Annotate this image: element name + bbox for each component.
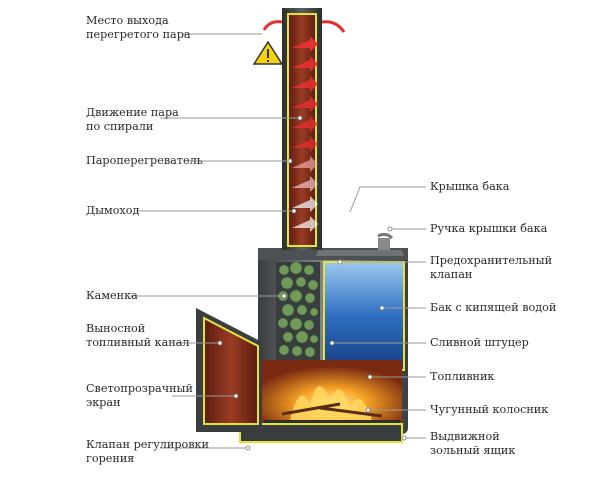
- label-line: Предохранительный: [430, 254, 553, 267]
- label-steam-exit: Место выхода перегретого пара: [86, 14, 191, 42]
- label-steam-spiral: Движение пара по спирали: [86, 106, 179, 134]
- label-superheater: Пароперегреватель: [86, 154, 203, 168]
- label-tank-lid: Крышка бака: [430, 180, 509, 194]
- label-safety-valve: Предохранительный клапан: [430, 254, 552, 282]
- label-lid-handle: Ручка крышки бака: [430, 222, 547, 236]
- label-line: Выдвижной: [430, 430, 500, 443]
- label-line: Выносной: [86, 322, 146, 335]
- label-line: Ручка крышки бака: [430, 222, 548, 235]
- label-line: горения: [86, 452, 135, 465]
- exit-arrow-left: [262, 20, 283, 31]
- label-line: по спирали: [86, 120, 154, 133]
- firebox: [262, 360, 402, 422]
- water-tank: [324, 262, 404, 370]
- leader-lines: [130, 33, 426, 449]
- warning-icon: [252, 40, 284, 65]
- label-grate: Чугунный колосник: [430, 403, 548, 417]
- label-line: Дымоход: [86, 204, 140, 217]
- stone-box: [276, 261, 320, 370]
- label-line: Движение пара: [86, 106, 179, 119]
- label-stone-box: Каменка: [86, 289, 138, 303]
- label-chimney: Дымоход: [86, 204, 139, 218]
- label-line: Топливник: [430, 370, 495, 383]
- label-line: Чугунный колосник: [430, 403, 549, 416]
- label-burn-valve: Клапан регулировки горения: [86, 438, 209, 466]
- label-line: перегретого пара: [86, 28, 191, 41]
- label-line: клапан: [430, 268, 473, 281]
- label-line: топливный канал: [86, 336, 190, 349]
- label-fuel-channel: Выносной топливный канал: [86, 322, 190, 350]
- label-drain: Сливной штуцер: [430, 336, 529, 350]
- label-line: Светопрозрачный: [86, 382, 193, 395]
- label-line: Каменка: [86, 289, 138, 302]
- label-glass-screen: Светопрозрачный экран: [86, 382, 193, 410]
- label-ash-box: Выдвижной зольный ящик: [430, 430, 515, 458]
- steam-arrows: [292, 36, 318, 232]
- exit-arrow-right: [321, 20, 346, 33]
- label-line: Пароперегреватель: [86, 154, 203, 167]
- stove-body: [239, 232, 408, 443]
- label-line: Место выхода: [86, 14, 169, 27]
- tank-lid: [316, 250, 404, 256]
- ash-box: [239, 423, 403, 443]
- lid-handle: [377, 232, 394, 240]
- fuel-channel: [196, 308, 262, 432]
- label-firebox: Топливник: [430, 370, 494, 384]
- grate: [264, 420, 400, 424]
- label-line: Клапан регулировки: [86, 438, 210, 451]
- leader-dots: [217, 115, 407, 451]
- label-line: зольный ящик: [430, 444, 516, 457]
- label-line: Сливной штуцер: [430, 336, 529, 349]
- label-line: экран: [86, 396, 121, 409]
- label-boiling-tank: Бак с кипящей водой: [430, 301, 556, 315]
- label-line: Бак с кипящей водой: [430, 301, 557, 314]
- chimney: [262, 8, 346, 250]
- label-line: Крышка бака: [430, 180, 510, 193]
